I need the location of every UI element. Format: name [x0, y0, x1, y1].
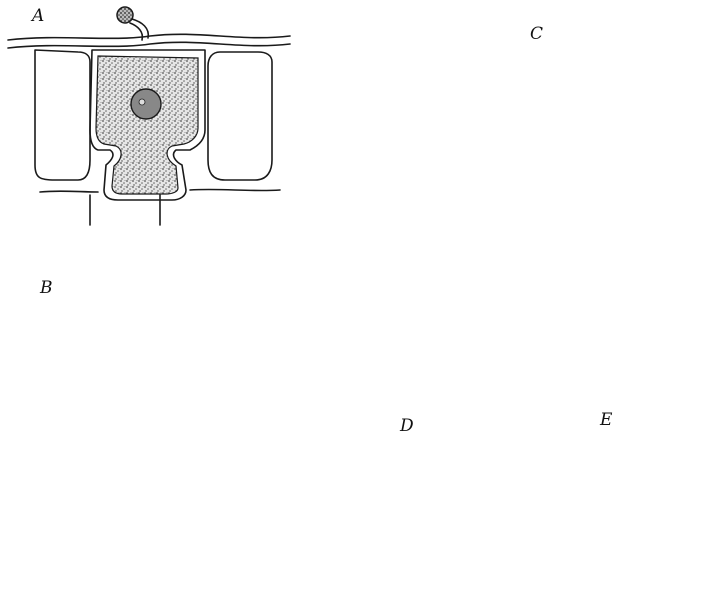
spore [117, 7, 133, 23]
label-b: B [40, 278, 53, 298]
label-e: E [600, 410, 612, 430]
label-a: A [32, 6, 44, 26]
label-c: C [530, 24, 543, 44]
label-d: D [400, 416, 414, 436]
panel-a [8, 7, 290, 225]
nucleus-a [131, 89, 161, 119]
